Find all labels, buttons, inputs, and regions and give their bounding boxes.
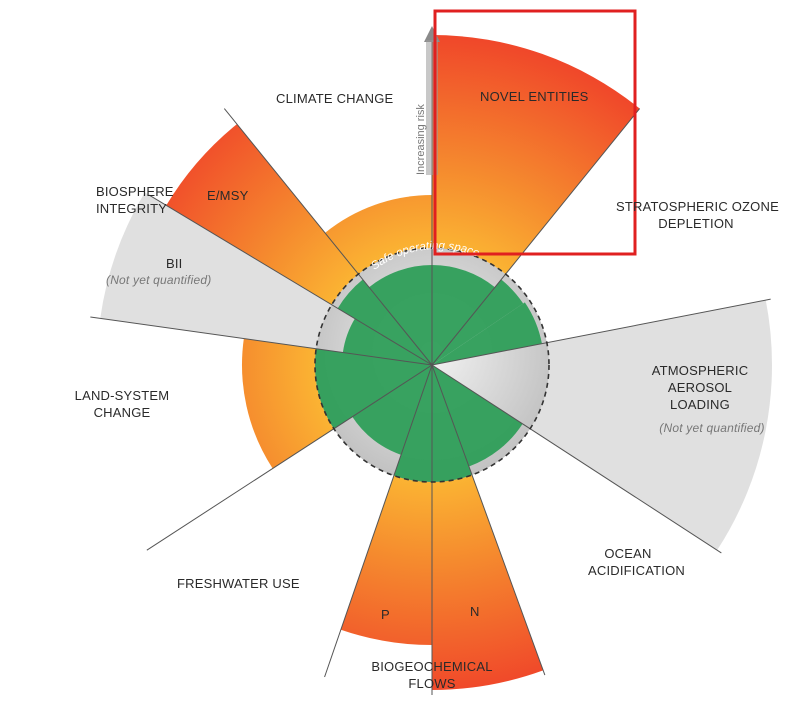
phosphorus-safe-wedge bbox=[393, 365, 432, 482]
aerosol-not-quantified-note: (Not yet quantified) bbox=[659, 421, 765, 435]
ozone-label-line1: STRATOSPHERIC OZONE bbox=[616, 199, 779, 214]
ozone-depletion-label: STRATOSPHERIC OZONE DEPLETION bbox=[616, 198, 779, 232]
aerosol-label-line1: ATMOSPHERIC bbox=[651, 363, 749, 378]
boundary-divider-line bbox=[223, 108, 433, 366]
boundary-divider-line bbox=[431, 364, 722, 554]
land-system-label-line1: LAND-SYSTEM bbox=[74, 388, 170, 403]
biogeochemical-label-line1: BIOGEOCHEMICAL bbox=[371, 659, 493, 674]
aerosol-loading-label: ATMOSPHERIC AEROSOL LOADING bbox=[650, 362, 750, 413]
ocean-acidification-safe-wedge bbox=[432, 365, 523, 467]
ocean-label-line1: OCEAN bbox=[604, 546, 652, 561]
bii-not-quantified-note: (Not yet quantified) bbox=[106, 273, 212, 287]
ocean-label-line2: ACIDIFICATION bbox=[588, 563, 685, 578]
nitrogen-safe-wedge bbox=[432, 365, 473, 482]
ozone-label-line2: DEPLETION bbox=[658, 216, 734, 231]
safe-space-wedges bbox=[315, 265, 542, 482]
boundary-divider-line bbox=[324, 364, 433, 678]
land-system-label-line2: CHANGE bbox=[93, 405, 151, 420]
land-system-change-label: LAND-SYSTEM CHANGE bbox=[72, 387, 172, 421]
nitrogen-label: N bbox=[470, 604, 480, 619]
novel-entities-safe-wedge bbox=[432, 265, 495, 365]
climate-change-label: CLIMATE CHANGE bbox=[276, 91, 394, 106]
ocean-acidification-label: OCEAN ACIDIFICATION bbox=[588, 545, 685, 579]
biosphere-integrity-label: BIOSPHERE INTEGRITY bbox=[96, 183, 174, 217]
emsy-label: E/MSY bbox=[207, 188, 249, 203]
freshwater-use-label: FRESHWATER USE bbox=[177, 576, 300, 591]
biogeochemical-label-line2: FLOWS bbox=[408, 676, 456, 691]
climate-change-safe-wedge bbox=[369, 265, 432, 365]
bii-label: BII bbox=[166, 256, 183, 271]
land-system-safe-wedge bbox=[315, 348, 432, 429]
boundary-divider-line bbox=[146, 364, 433, 551]
increasing-risk-label: Increasing risk bbox=[415, 104, 427, 175]
risk-axis-arrowhead bbox=[424, 26, 440, 42]
freshwater-safe-wedge bbox=[352, 365, 432, 455]
ozone-safe-wedge bbox=[432, 279, 524, 365]
aerosol-label-line2: AEROSOL bbox=[667, 380, 733, 395]
biogeochemical-flows-label: BIOGEOCHEMICAL FLOWS bbox=[370, 658, 494, 692]
highlight-box bbox=[433, 9, 637, 256]
boundary-divider-line bbox=[431, 364, 546, 676]
novel-entities-label: NOVEL ENTITIES bbox=[480, 89, 589, 104]
boundary-divider-line bbox=[148, 194, 433, 366]
bii-safe-wedge bbox=[342, 318, 432, 365]
boundary-divider-line bbox=[431, 108, 641, 366]
genetic-diversity-safe-wedge bbox=[337, 279, 432, 365]
boundary-dividers bbox=[90, 35, 771, 695]
aerosol-safe-wedge bbox=[432, 302, 542, 365]
biosphere-label-line2: INTEGRITY bbox=[96, 201, 168, 216]
biosphere-label-line1: BIOSPHERE bbox=[96, 184, 174, 199]
phosphorus-label: P bbox=[381, 607, 390, 622]
boundary-divider-line bbox=[90, 316, 433, 366]
boundary-divider-line bbox=[431, 298, 771, 366]
aerosol-label-line3: LOADING bbox=[670, 397, 730, 412]
safe-operating-boundary-circle bbox=[314, 247, 550, 483]
